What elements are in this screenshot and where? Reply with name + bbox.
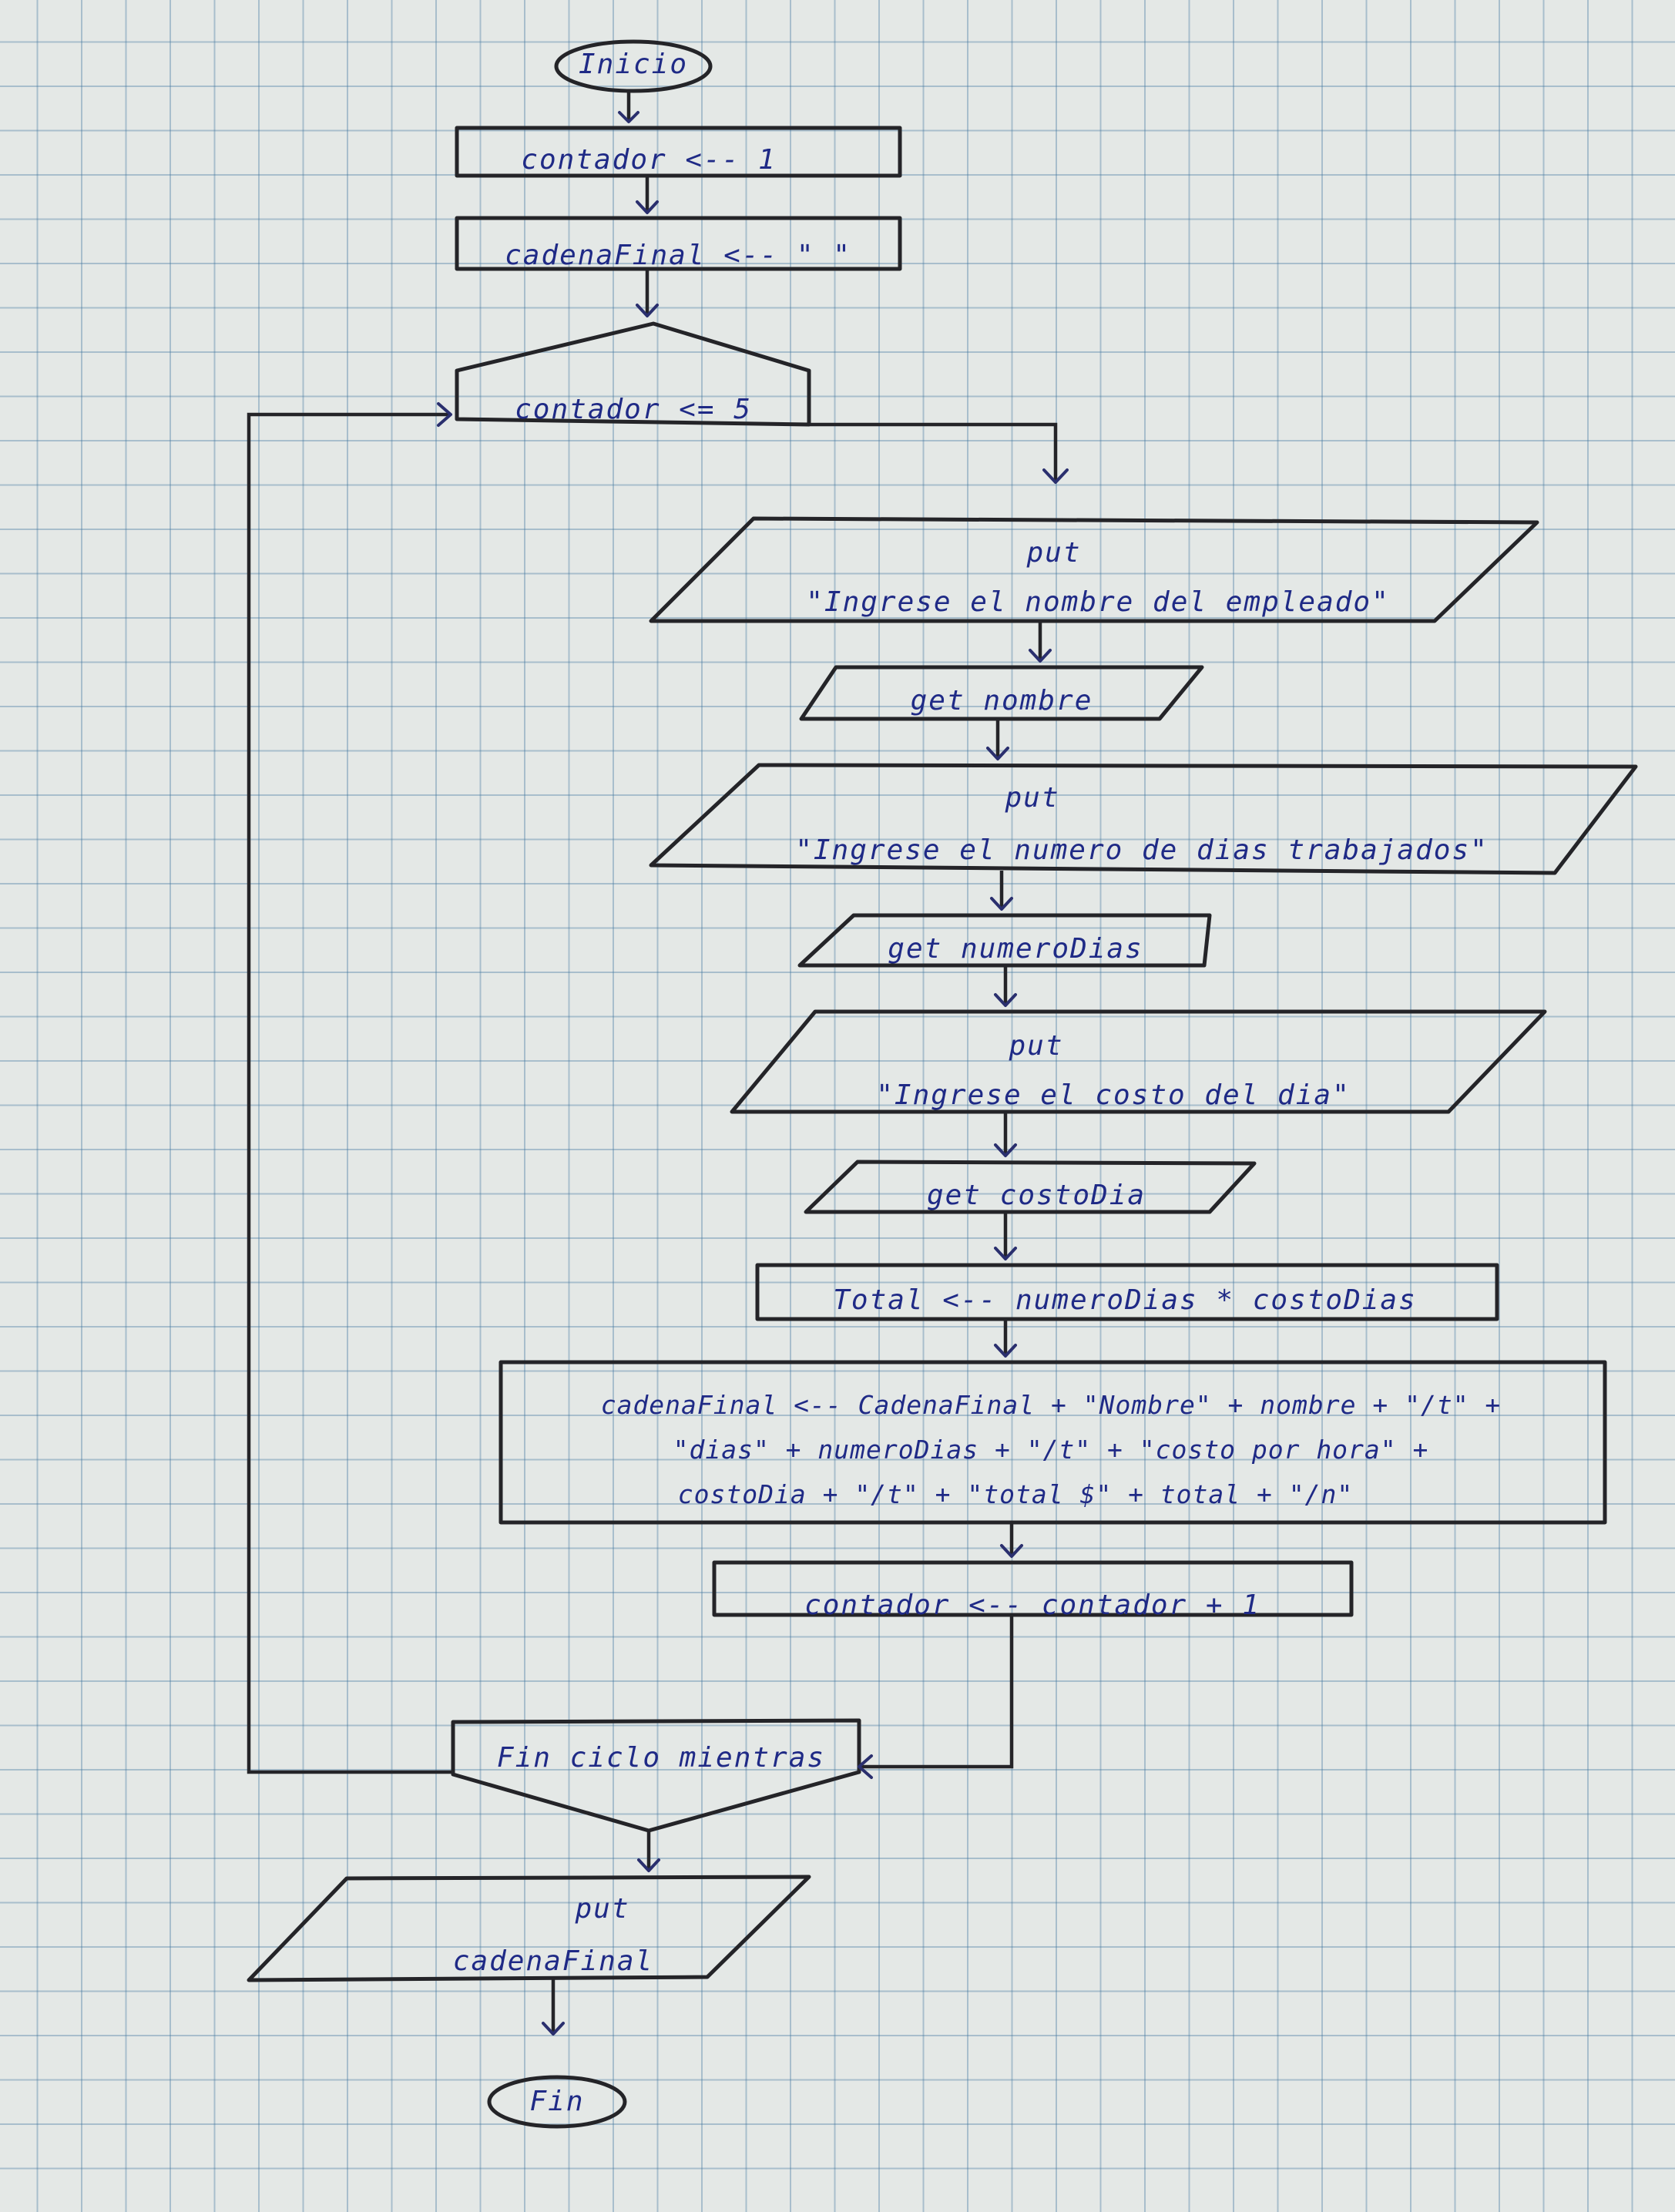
concat-line-1: cadenaFinal <-- CadenaFinal + "Nombre" +…: [600, 1390, 1502, 1420]
arrowhead: [986, 747, 1009, 760]
init-string-box: [455, 216, 902, 271]
calc-total-box: [755, 1263, 1499, 1321]
end-label: Fin: [529, 2086, 585, 2117]
loop-condition-label: contador <= 5: [515, 394, 752, 425]
increment-label: contador <-- contador + 1: [804, 1589, 1260, 1621]
increment-box: [712, 1560, 1354, 1617]
loop-start-shape: [455, 321, 811, 427]
concat-line-3: costoDia + "/t" + "total $" + total + "/…: [677, 1479, 1354, 1509]
arrowhead: [1029, 649, 1052, 663]
arrowhead: [542, 2022, 565, 2036]
arrowhead: [994, 1143, 1017, 1157]
init-counter-label: contador <-- 1: [521, 144, 777, 176]
concat-box: [498, 1360, 1607, 1525]
put-cost-shape: [730, 1009, 1547, 1114]
put-days-text: "Ingrese el numero de dias trabajados": [795, 834, 1489, 866]
put-cost-keyword: put: [1009, 1030, 1064, 1062]
put-final-keyword: put: [575, 1893, 630, 1925]
arrowhead: [1042, 468, 1069, 484]
get-name-label: get nombre: [910, 685, 1093, 717]
arrowhead: [636, 304, 659, 317]
calc-total-label: Total <-- numeroDias * costoDias: [833, 1284, 1417, 1316]
put-days-shape: [649, 763, 1638, 875]
end-terminator: [487, 2075, 627, 2129]
get-name-shape: [799, 665, 1204, 721]
get-cost-label: get costoDia: [926, 1180, 1146, 1211]
connector-loop-body: [809, 422, 1058, 482]
get-cost-shape: [804, 1160, 1257, 1214]
put-final-text: cadenaFinal: [452, 1945, 654, 1977]
arrowhead: [636, 200, 659, 214]
start-label: Inicio: [578, 49, 689, 80]
init-string-label: cadenaFinal <-- " ": [505, 240, 851, 271]
put-final-shape: [247, 1875, 811, 1982]
loop-end-shape: [451, 1718, 861, 1833]
put-name-text: "Ingrese el nombre del empleado": [806, 586, 1390, 618]
connector-loop-back: [247, 412, 453, 1774]
init-counter-box: [455, 126, 902, 178]
arrowhead: [637, 1858, 660, 1872]
arrowhead: [990, 897, 1013, 911]
get-days-shape: [797, 913, 1212, 968]
arrowhead: [994, 993, 1017, 1007]
put-name-shape: [649, 516, 1539, 623]
arrowhead: [618, 111, 639, 123]
concat-line-2: "dias" + numeroDias + "/t" + "costo por …: [673, 1435, 1429, 1465]
start-terminator: [554, 39, 713, 93]
put-name-keyword: put: [1026, 537, 1082, 569]
connector-increment: [859, 1616, 1014, 1769]
loop-end-label: Fin ciclo mientras: [496, 1742, 826, 1774]
arrowhead: [437, 402, 452, 427]
arrowhead: [994, 1247, 1017, 1260]
arrowhead: [994, 1344, 1017, 1358]
arrowhead: [858, 1754, 873, 1779]
get-days-label: get numeroDias: [888, 933, 1143, 965]
put-days-keyword: put: [1005, 782, 1060, 814]
put-cost-text: "Ingrese el costo del dia": [876, 1079, 1351, 1111]
arrowhead: [1000, 1544, 1023, 1558]
